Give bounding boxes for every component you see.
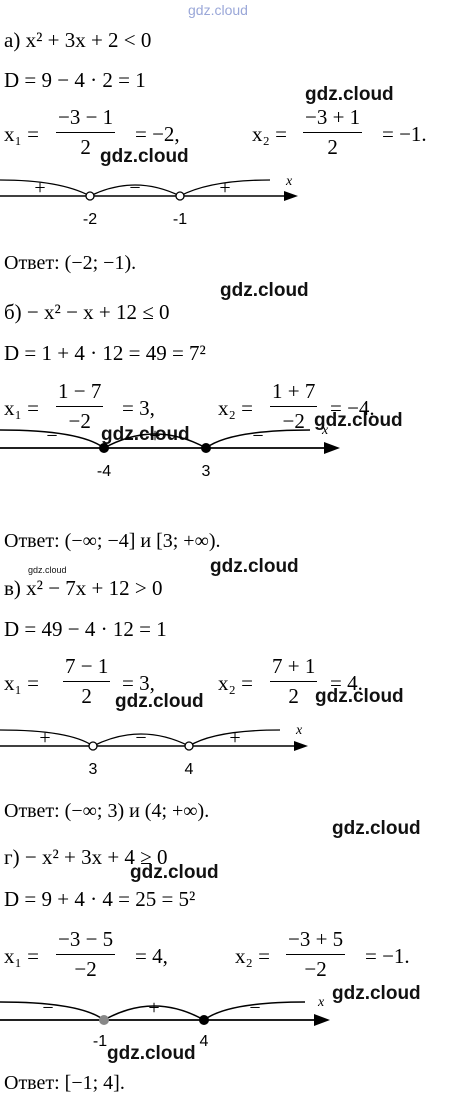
root2-fraction-a: −3 + 1 2	[303, 105, 363, 160]
root1-value-a: = −2,	[135, 122, 180, 146]
watermark: gdz.cloud	[100, 146, 189, 167]
watermark: gdz.cloud	[115, 691, 204, 712]
root1-fraction-a: −3 − 1 2	[56, 105, 116, 160]
watermark: gdz.cloud	[220, 280, 309, 301]
root1-label-d: x₁ =	[4, 944, 39, 968]
root2-fraction-b: 1 + 7 −2	[270, 379, 318, 434]
sign-interval-2: −	[135, 727, 146, 749]
root2-label-b: x₂ =	[218, 396, 253, 420]
root2-value-d: = −1.	[365, 944, 410, 968]
number-line-d: − + − -1 4 x	[0, 995, 330, 1050]
sign-interval-3: −	[249, 997, 260, 1019]
number-line-c: + − + 3 4 x	[0, 723, 308, 778]
denominator: 2	[80, 135, 91, 159]
denominator: −2	[304, 957, 327, 981]
root2-label-a: x₂ =	[252, 122, 287, 146]
axis-label: x	[317, 995, 325, 1010]
denominator: 2	[327, 135, 338, 159]
point-label-2: 4	[200, 1033, 209, 1050]
numerator: 7 + 1	[272, 654, 316, 678]
watermark: gdz.cloud	[210, 556, 299, 577]
point-label-1: 3	[89, 761, 98, 778]
inequality-b: б) − x² − x + 12 ≤ 0	[4, 300, 170, 324]
axis-label: x	[295, 723, 303, 738]
root2-value-a: = −1.	[382, 122, 427, 146]
sign-interval-2: +	[149, 425, 160, 447]
number-line-b: − + − -4 3 x	[0, 423, 340, 480]
watermark: gdz.cloud	[188, 2, 248, 18]
answer-c: Ответ: (−∞; 3) и (4; +∞).	[4, 800, 210, 822]
denominator: 2	[81, 684, 92, 708]
point-label-2: -1	[173, 211, 187, 228]
axis-label: x	[285, 174, 293, 189]
root2-label-d: x₂ =	[235, 944, 270, 968]
axis-label: x	[321, 423, 329, 438]
watermark: gdz.cloud	[315, 686, 404, 707]
watermark: gdz.cloud	[332, 818, 421, 839]
numerator: −3 − 1	[58, 105, 114, 129]
denominator: −2	[74, 957, 97, 981]
sign-interval-3: +	[229, 727, 240, 749]
root1-label-c: x₁ =	[4, 671, 39, 695]
discriminant-d: D = 9 + 4 · 4 = 25 = 5²	[4, 887, 196, 911]
number-line-a: + − + -2 -1 x	[0, 174, 298, 228]
point-label-2: 4	[185, 761, 194, 778]
root1-label-a: x₁ =	[4, 122, 39, 146]
numerator: −3 − 5	[58, 927, 114, 951]
answer-d: Ответ: [−1; 4].	[4, 1072, 125, 1094]
discriminant-b: D = 1 + 4 · 12 = 49 = 7²	[4, 341, 206, 365]
watermark: gdz.cloud	[107, 1043, 196, 1064]
root1-value-d: = 4,	[135, 944, 168, 968]
answer-a: Ответ: (−2; −1).	[4, 252, 137, 274]
root1-fraction-c: 7 − 1 2	[63, 654, 111, 709]
sign-interval-1: +	[34, 177, 45, 199]
watermark: gdz.cloud	[305, 84, 394, 105]
point-label-1: -4	[97, 463, 111, 480]
root1-value-b: = 3,	[122, 396, 155, 420]
numerator: 7 − 1	[65, 654, 109, 678]
discriminant-a: D = 9 − 4 · 2 = 1	[4, 68, 146, 92]
root2-fraction-d: −3 + 5 −2	[286, 927, 346, 982]
sign-interval-1: +	[39, 727, 50, 749]
sign-interval-1: −	[46, 425, 57, 447]
inequality-c: в) x² − 7x + 12 > 0	[4, 576, 163, 600]
numerator: −3 + 5	[288, 927, 344, 951]
point-label-1: -1	[93, 1033, 107, 1050]
numerator: 1 + 7	[272, 379, 316, 403]
inequality-d: г) − x² + 3x + 4 ≥ 0	[4, 845, 168, 869]
sign-interval-1: −	[42, 997, 53, 1019]
root1-label-b: x₁ =	[4, 396, 39, 420]
point-label-1: -2	[83, 211, 97, 228]
inequality-a: а) x² + 3x + 2 < 0	[4, 28, 152, 52]
sign-interval-2: +	[148, 997, 159, 1019]
denominator: −2	[68, 409, 91, 433]
root1-fraction-b: 1 − 7 −2	[56, 379, 104, 434]
numerator: 1 − 7	[58, 379, 102, 403]
root2-value-c: = 4.	[330, 671, 363, 695]
watermark: gdz.cloud	[28, 565, 67, 575]
watermark: gdz.cloud	[314, 410, 403, 431]
answer-b: Ответ: (−∞; −4] и [3; +∞).	[4, 530, 221, 552]
watermark: gdz.cloud	[332, 983, 421, 1004]
root1-value-c: = 3,	[122, 671, 155, 695]
root2-label-c: x₂ =	[218, 671, 253, 695]
root1-fraction-d: −3 − 5 −2	[56, 927, 116, 982]
denominator: 2	[288, 684, 299, 708]
sign-interval-2: −	[129, 177, 140, 199]
watermark: gdz.cloud	[130, 862, 219, 883]
point-label-2: 3	[202, 463, 211, 480]
root2-fraction-c: 7 + 1 2	[270, 654, 318, 709]
numerator: −3 + 1	[305, 105, 361, 129]
sign-interval-3: +	[219, 177, 230, 199]
denominator: −2	[282, 409, 305, 433]
discriminant-c: D = 49 − 4 · 12 = 1	[4, 617, 167, 641]
root2-value-b: = −4.	[330, 396, 375, 420]
sign-interval-3: −	[252, 425, 263, 447]
